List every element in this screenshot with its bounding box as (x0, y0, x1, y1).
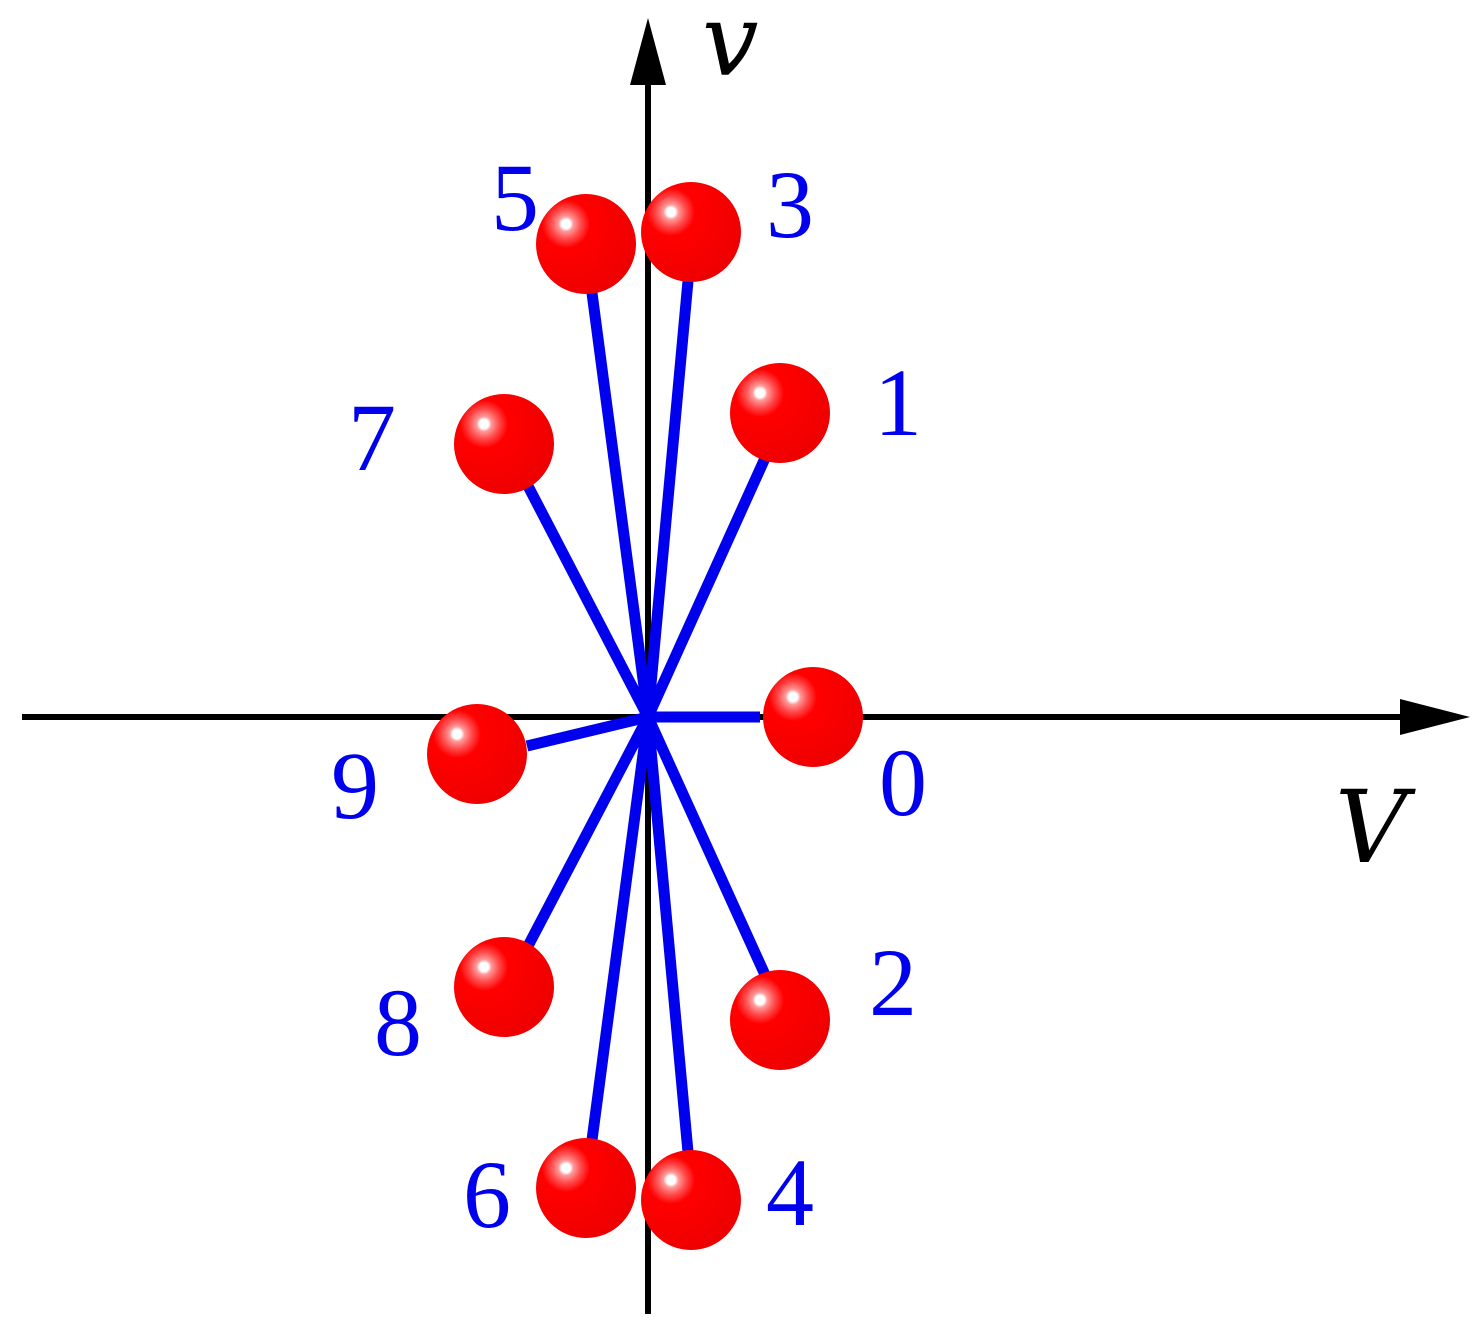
spoke-6 (586, 716, 654, 1141)
spoke-2 (642, 714, 772, 980)
spoke-8 (523, 714, 653, 949)
ball-9 (427, 704, 527, 804)
spoke-3 (642, 280, 694, 718)
spoke-5 (586, 292, 654, 718)
point-label-5: 5 (491, 144, 539, 251)
ball-4 (641, 1150, 741, 1250)
point-label-0: 0 (879, 729, 927, 836)
balls (427, 182, 863, 1250)
ball-2 (730, 970, 830, 1070)
point-label-8: 8 (374, 969, 422, 1076)
ball-6 (536, 1138, 636, 1238)
horizontal-axis-arrowhead (1400, 699, 1470, 735)
spoke-9 (525, 711, 650, 752)
ball-0 (763, 667, 863, 767)
ball-3 (641, 182, 741, 282)
point-label-2: 2 (869, 929, 917, 1036)
point-label-9: 9 (331, 732, 379, 839)
vertical-axis-label: v (702, 0, 759, 99)
point-label-1: 1 (874, 349, 922, 456)
horizontal-axis-label: V (1335, 769, 1416, 886)
point-label-7: 7 (348, 384, 396, 491)
point-label-6: 6 (463, 1141, 511, 1248)
horizontal-axis: V (22, 699, 1470, 886)
point-label-4: 4 (766, 1139, 814, 1246)
spoke-1 (642, 453, 772, 720)
point-label-3: 3 (766, 151, 814, 258)
ball-5 (536, 194, 636, 294)
ball-7 (454, 394, 554, 494)
spoke-4 (642, 716, 694, 1153)
vertical-axis-arrowhead (630, 18, 666, 85)
point-labels: 0 1 2 3 4 5 6 7 8 9 (331, 144, 927, 1248)
spokes (523, 280, 772, 1153)
spoke-7 (523, 483, 653, 720)
ball-1 (730, 363, 830, 463)
ball-8 (454, 937, 554, 1037)
